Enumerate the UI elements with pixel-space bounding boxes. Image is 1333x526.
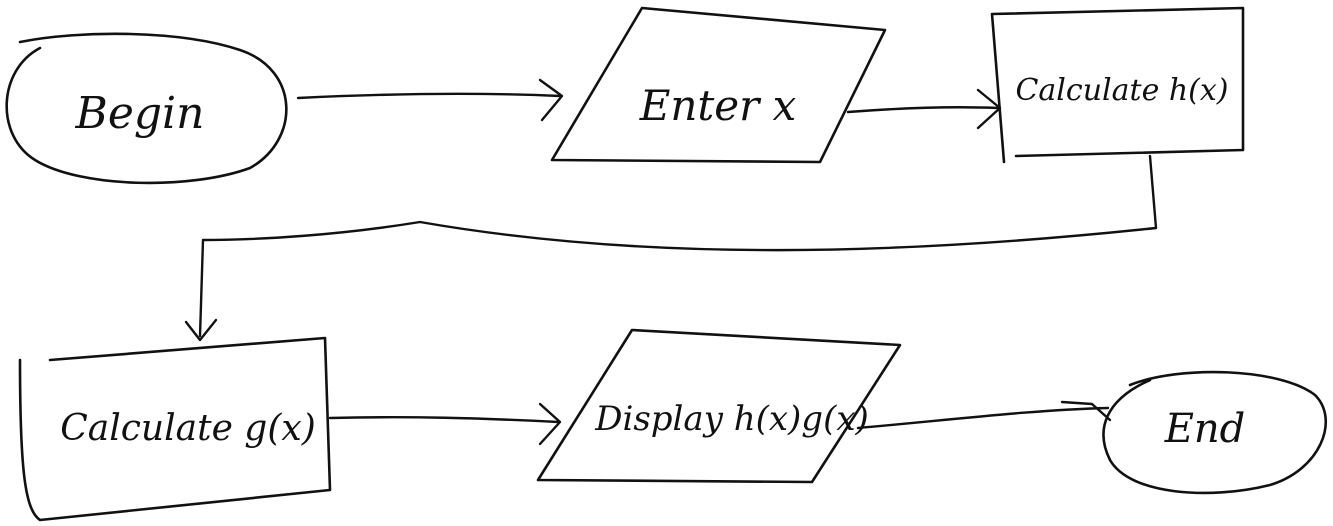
display-parallelogram bbox=[536, 328, 902, 484]
edge-calc-g-display bbox=[328, 402, 562, 446]
node-calc-g: Calculate g(x) bbox=[18, 336, 332, 522]
node-enter-x: Enter x bbox=[550, 6, 887, 164]
calc-h-label: Calculate h(x) bbox=[1015, 73, 1228, 108]
arrow-line bbox=[846, 106, 1000, 114]
arrow-line bbox=[198, 154, 1158, 338]
arrow-head bbox=[184, 318, 218, 342]
node-end: End bbox=[1102, 370, 1327, 495]
node-calc-h: Calculate h(x) bbox=[990, 6, 1245, 164]
arrow-head bbox=[976, 88, 1002, 130]
edge-begin-enter-x bbox=[296, 78, 564, 122]
arrow-head bbox=[538, 78, 564, 122]
calc-h-rectangle bbox=[990, 6, 1245, 164]
arrow-head bbox=[538, 402, 562, 446]
enter-x-parallelogram bbox=[550, 6, 887, 164]
enter-x-label: Enter x bbox=[639, 81, 797, 130]
display-label: Display h(x)g(x) bbox=[594, 399, 869, 439]
edge-calc-h-calc-g bbox=[184, 154, 1158, 342]
arrow-line bbox=[296, 92, 562, 100]
begin-label: Begin bbox=[75, 88, 205, 139]
end-label: End bbox=[1164, 406, 1246, 452]
begin-oval bbox=[5, 32, 288, 185]
edge-display-end bbox=[856, 400, 1112, 430]
node-begin: Begin bbox=[5, 32, 288, 185]
calc-g-label: Calculate g(x) bbox=[60, 408, 316, 449]
edge-enter-x-calc-h bbox=[846, 88, 1002, 130]
node-display: Display h(x)g(x) bbox=[536, 328, 902, 484]
arrow-line bbox=[328, 416, 560, 424]
end-oval bbox=[1102, 370, 1327, 495]
calc-g-rectangle bbox=[18, 336, 332, 522]
arrow-line bbox=[856, 406, 1110, 430]
arrow-head bbox=[1060, 400, 1112, 422]
